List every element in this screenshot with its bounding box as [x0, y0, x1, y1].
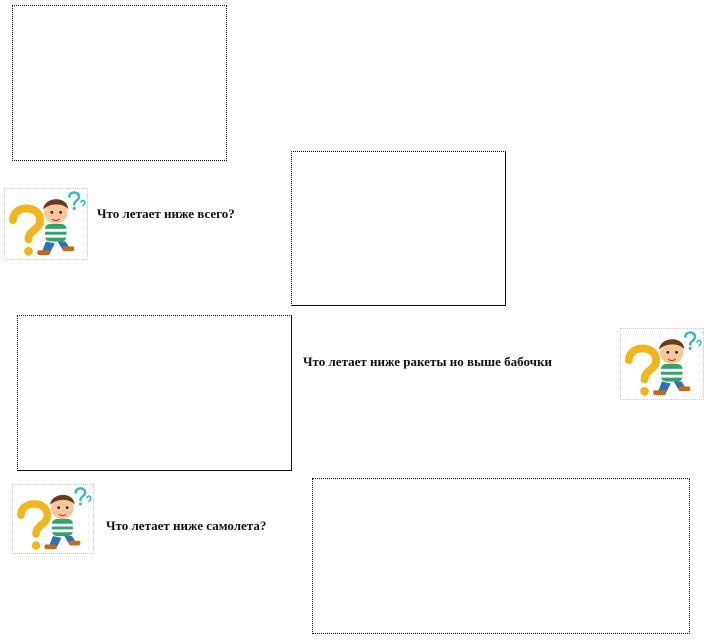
- answer-box-1: [12, 5, 227, 161]
- boy-with-question-mark-svg: [9, 191, 86, 256]
- boy-with-question-mark-icon: [4, 188, 88, 260]
- answer-box-4: [312, 478, 690, 634]
- question-2-text: Что летает ниже ракеты но выше бабочки: [303, 354, 552, 369]
- question-1-text: Что летает ниже всего?: [97, 206, 235, 221]
- boy-with-question-mark-icon: [12, 484, 94, 554]
- question-3-text: Что летает ниже самолета?: [106, 518, 267, 533]
- answer-box-3: [17, 315, 292, 471]
- boy-with-question-mark-svg: [17, 487, 92, 550]
- boy-with-question-mark-icon: [620, 328, 704, 400]
- boy-with-question-mark-svg: [625, 331, 702, 396]
- answer-box-2: [291, 151, 506, 306]
